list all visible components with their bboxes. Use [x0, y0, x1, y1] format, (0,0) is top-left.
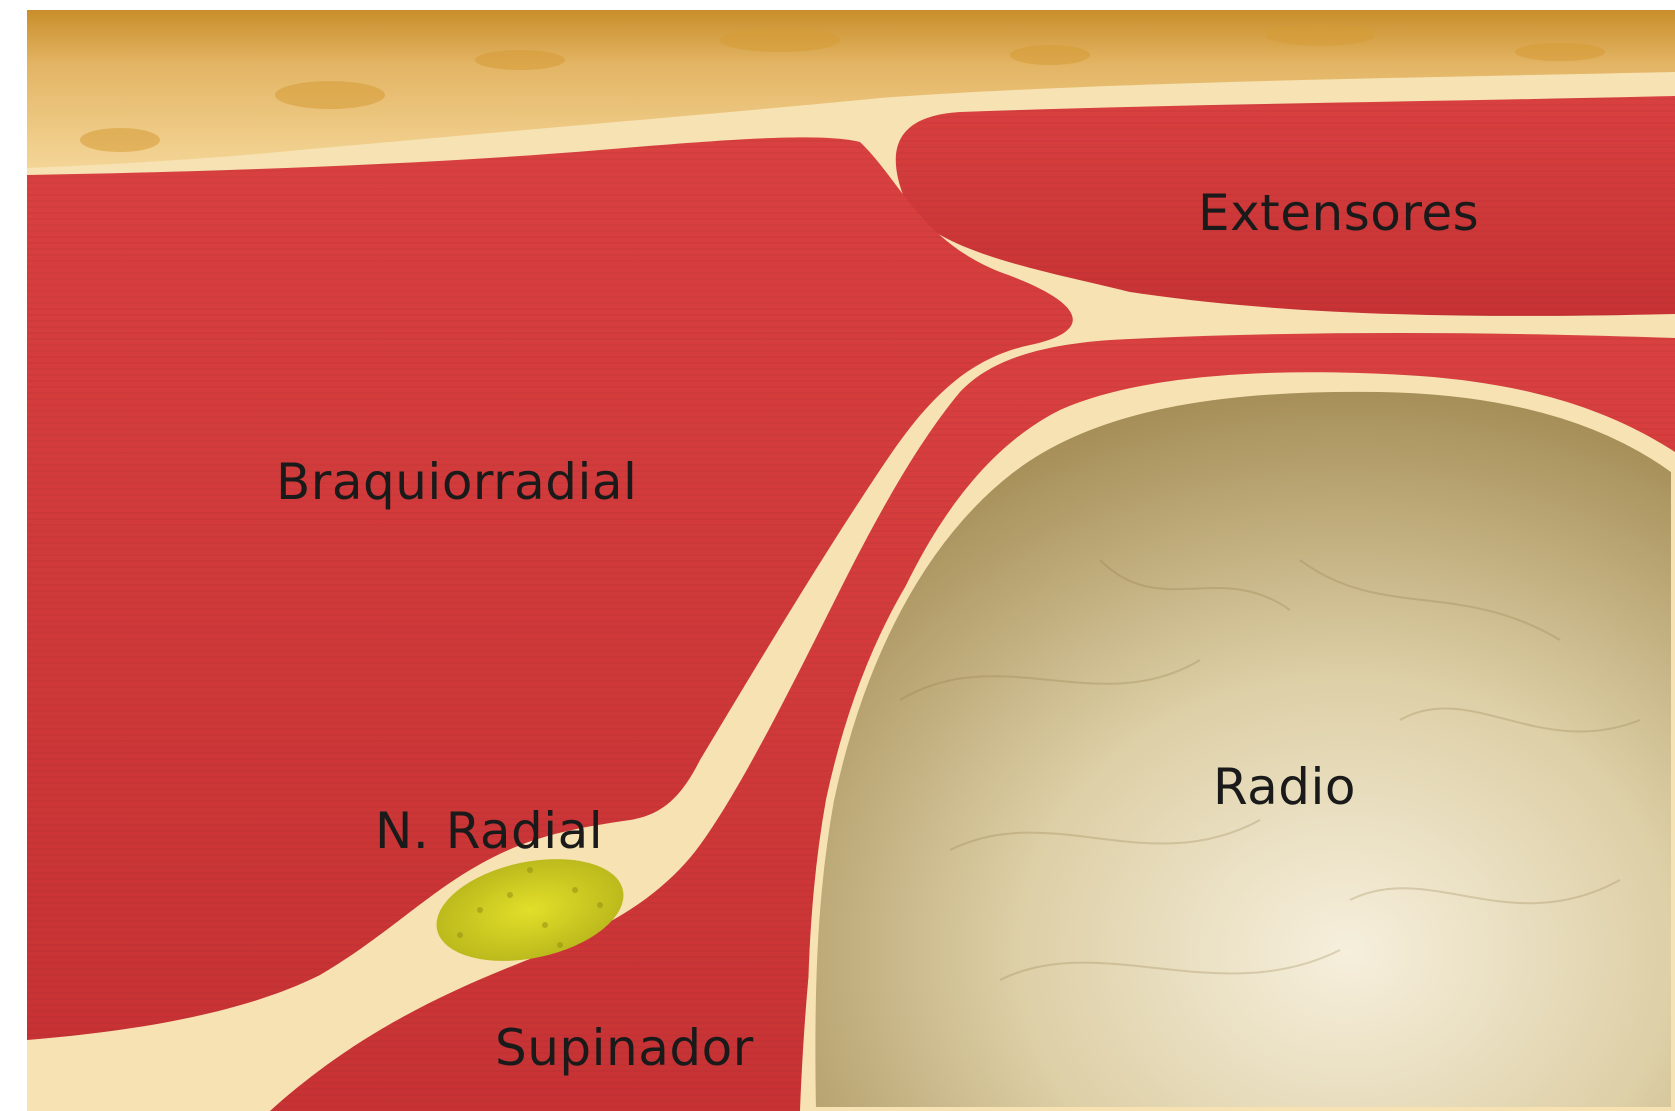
label-supinador: Supinador: [495, 1023, 754, 1073]
label-braquiorradial: Braquiorradial: [276, 457, 637, 507]
label-radio: Radio: [1213, 762, 1356, 812]
label-nervio-radial: N. Radial: [375, 806, 603, 856]
label-extensores: Extensores: [1198, 188, 1479, 238]
